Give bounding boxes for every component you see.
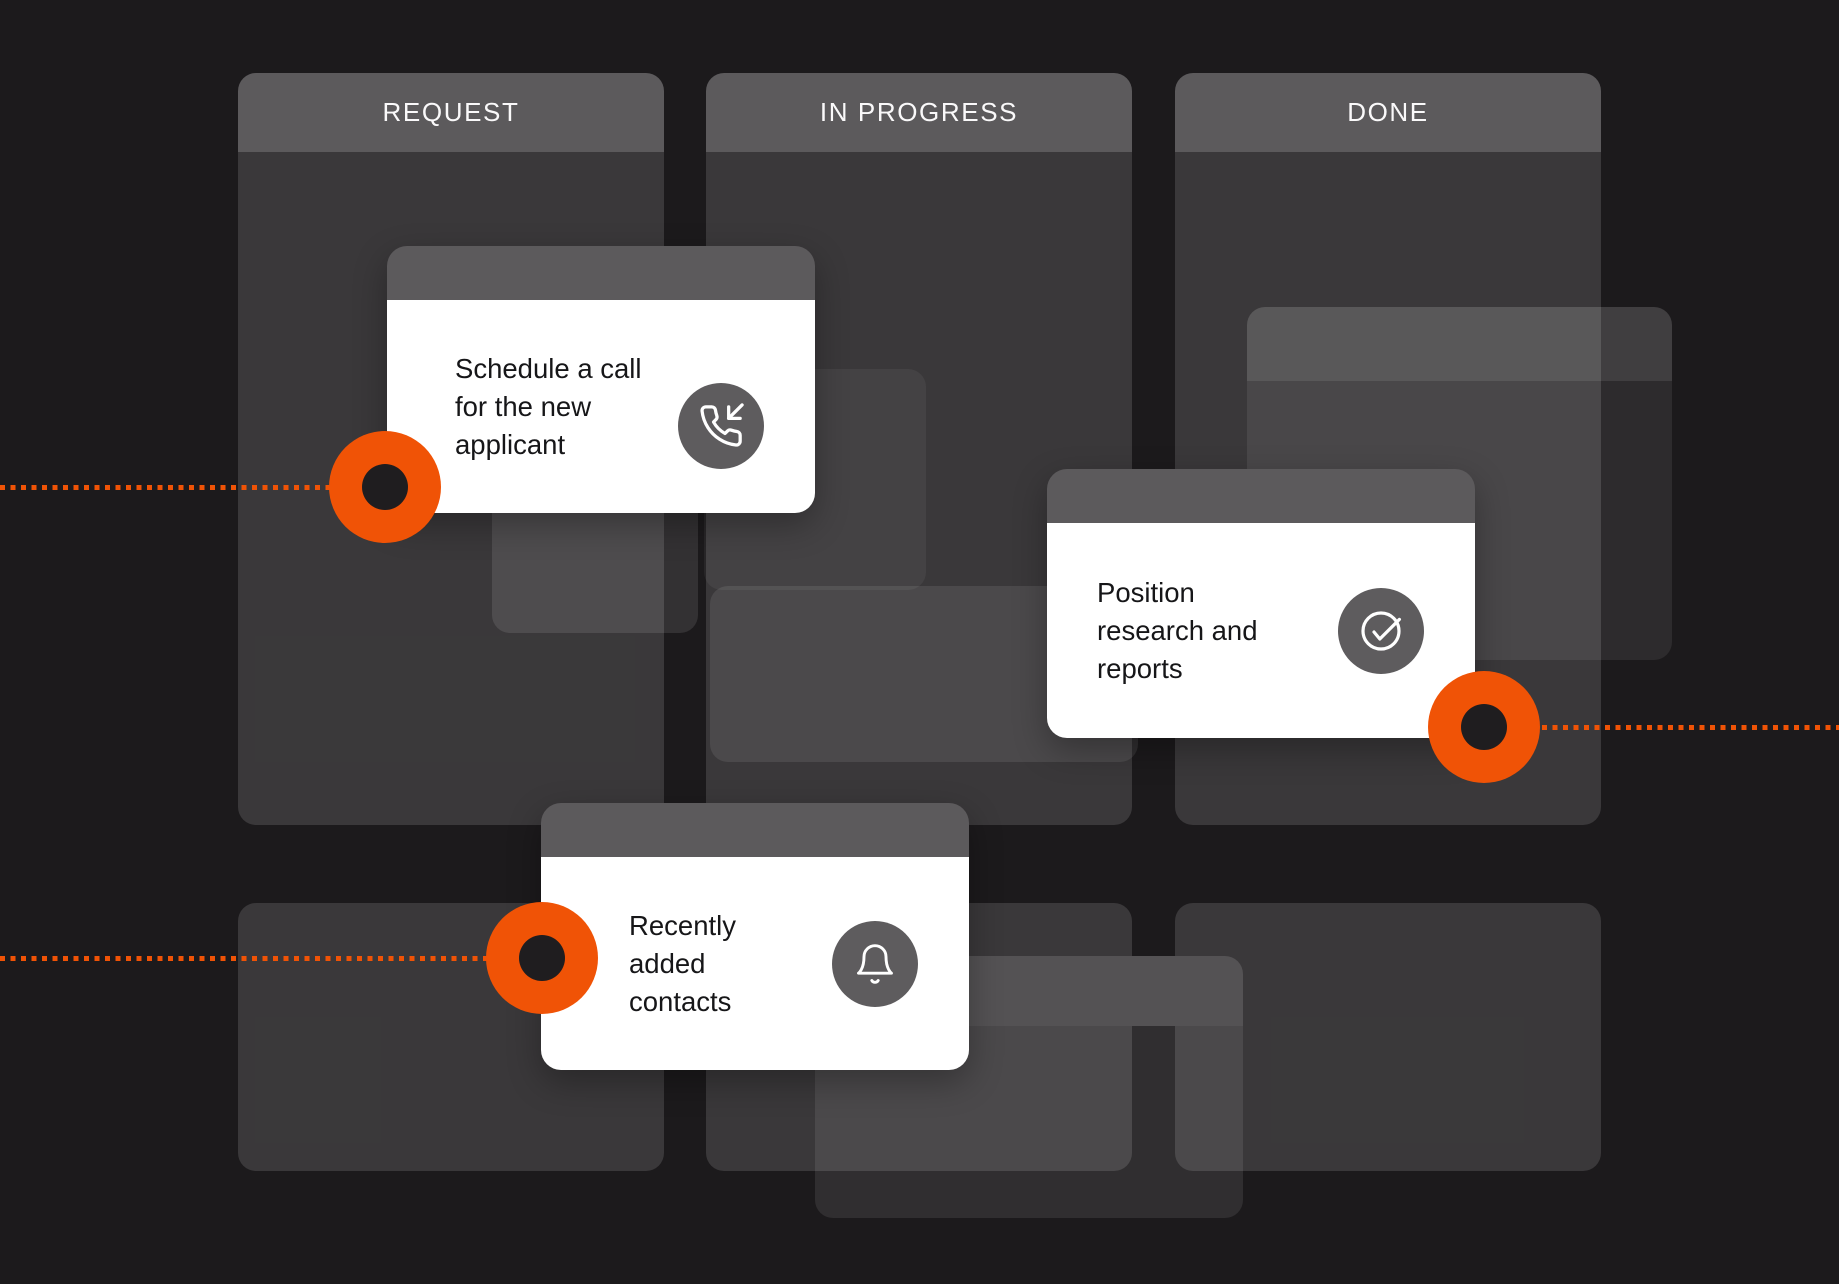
card-schedule-call-title: Schedule a call for the new applicant [455, 352, 642, 460]
connector-donut-request [329, 431, 441, 543]
card-schedule-call-header [387, 246, 815, 300]
card-recent-contacts[interactable]: Recently added contacts [541, 803, 969, 1070]
card-position-research-body: Position research and reports [1047, 523, 1475, 738]
card-recent-contacts-title: Recently added contacts [629, 909, 736, 1017]
card-schedule-call[interactable]: Schedule a call for the new applicant [387, 246, 815, 513]
column-in-progress-label: IN PROGRESS [819, 97, 1019, 127]
column-request-header: REQUEST [238, 73, 664, 152]
dotted-connector-right [1542, 725, 1839, 730]
card-position-research[interactable]: Position research and reports [1047, 469, 1475, 738]
column-done-bottom-section [1175, 903, 1601, 1171]
card-position-research-title: Position research and reports [1097, 576, 1258, 684]
card-position-research-header [1047, 469, 1475, 523]
bell-icon [832, 920, 918, 1007]
column-done-label: DONE [1347, 97, 1429, 127]
connector-donut-contacts-hole [519, 935, 565, 981]
check-circle-icon [1338, 587, 1424, 674]
column-in-progress-header: IN PROGRESS [706, 73, 1132, 152]
card-schedule-call-body: Schedule a call for the new applicant [387, 300, 815, 513]
incoming-call-icon [678, 382, 764, 469]
connector-donut-done-hole [1461, 704, 1507, 750]
column-done-header: DONE [1175, 73, 1601, 152]
dotted-connector-left-top [0, 485, 330, 490]
card-recent-contacts-body: Recently added contacts [541, 857, 969, 1070]
card-recent-contacts-header [541, 803, 969, 857]
ghost-card-done-header [1247, 307, 1672, 381]
connector-donut-done [1428, 671, 1540, 783]
column-request-label: REQUEST [382, 97, 520, 127]
dotted-connector-left-bottom [0, 956, 488, 961]
connector-donut-contacts [486, 902, 598, 1014]
connector-donut-request-hole [362, 464, 408, 510]
